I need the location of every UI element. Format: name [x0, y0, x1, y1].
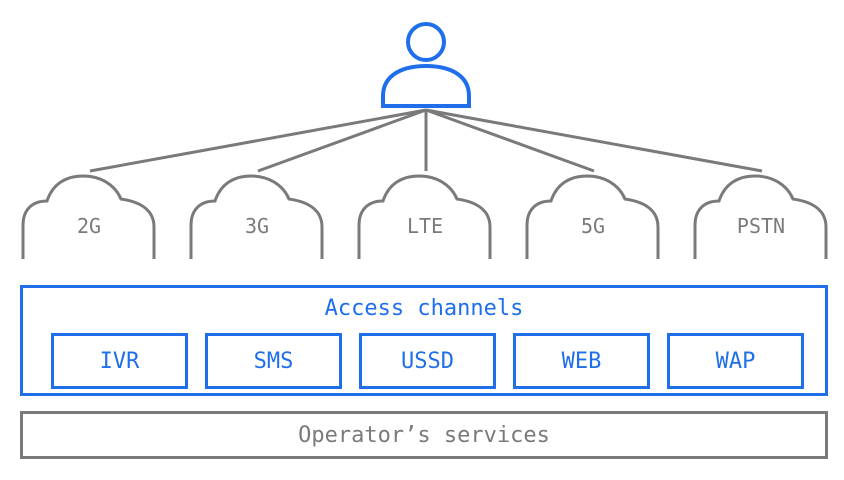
channel-ussd: USSD — [359, 333, 496, 389]
connector-5g — [425, 108, 595, 173]
cloud-label: 5G — [581, 214, 605, 238]
cloud-3g: 3G — [189, 174, 324, 261]
cloud-label: 2G — [77, 214, 101, 238]
access-channels-title: Access channels — [324, 296, 524, 321]
cloud-5g: 5G — [525, 174, 660, 261]
channel-web: WEB — [513, 333, 650, 389]
channel-sms: SMS — [205, 333, 342, 389]
user-icon — [381, 22, 471, 108]
connector-3g — [257, 108, 427, 173]
access-channels-panel: Access channels IVR SMS USSD WEB WAP — [20, 285, 828, 396]
connector-pstn — [425, 108, 763, 173]
cloud-2g: 2G — [21, 174, 156, 261]
cloud-label: LTE — [407, 214, 443, 238]
connectors — [89, 108, 763, 173]
operator-services-bar: Operator’s services — [20, 411, 828, 459]
cloud-label: 3G — [245, 214, 269, 238]
channel-wap: WAP — [667, 333, 804, 389]
channel-ivr: IVR — [51, 333, 188, 389]
cloud-pstn: PSTN — [693, 174, 828, 261]
cloud-label: PSTN — [737, 214, 785, 238]
cloud-lte: LTE — [357, 174, 492, 261]
connector-2g — [89, 108, 427, 173]
